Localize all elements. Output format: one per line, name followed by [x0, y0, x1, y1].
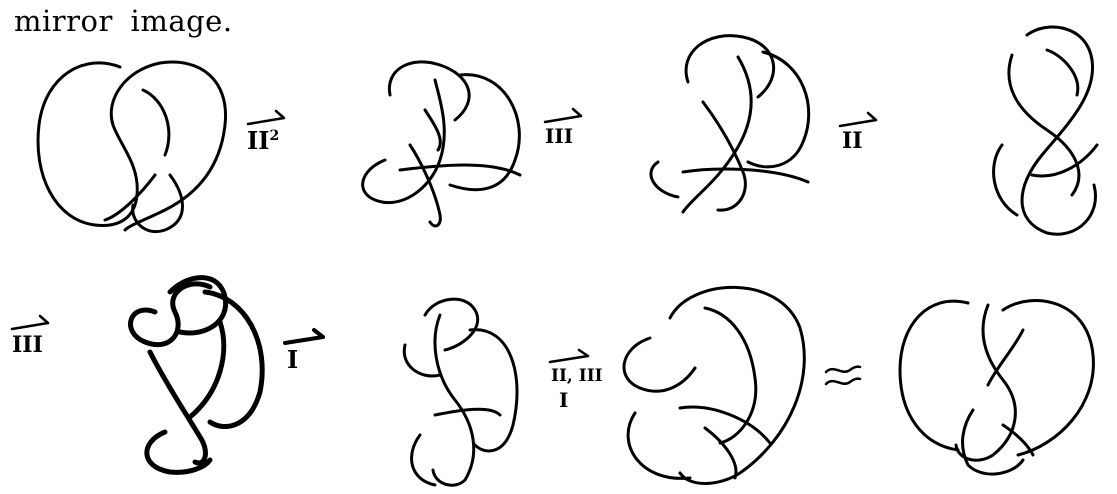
knot-diagram-1: [25, 45, 240, 240]
equivalence-symbol: [822, 360, 864, 394]
move-arrow-3: [838, 110, 880, 130]
move-label-6-bottom: I: [559, 388, 568, 412]
move-label-6-top: II, III: [551, 366, 603, 386]
move-arrow-6: [548, 348, 592, 366]
move-arrow-1: [246, 108, 288, 128]
move-label-2: III: [545, 124, 573, 148]
knot-diagram-8: [888, 285, 1103, 485]
caption-text: mirror image.: [14, 4, 233, 38]
move-arrow-4: [10, 313, 52, 333]
knot-diagram-7: [610, 268, 815, 493]
move-label-5: I: [287, 345, 298, 374]
knot-diagram-6: [395, 285, 535, 493]
knot-diagram-2: [340, 50, 540, 235]
move-label-4: III: [12, 332, 43, 358]
knot-diagram-3: [633, 22, 833, 222]
move-label-3: II: [842, 128, 863, 154]
knot-diagram-4: [972, 15, 1115, 240]
move-arrow-5: [283, 327, 327, 347]
move-arrow-2: [543, 106, 585, 126]
knot-diagram-5: [110, 262, 280, 487]
move-label-1: II2: [247, 126, 279, 155]
